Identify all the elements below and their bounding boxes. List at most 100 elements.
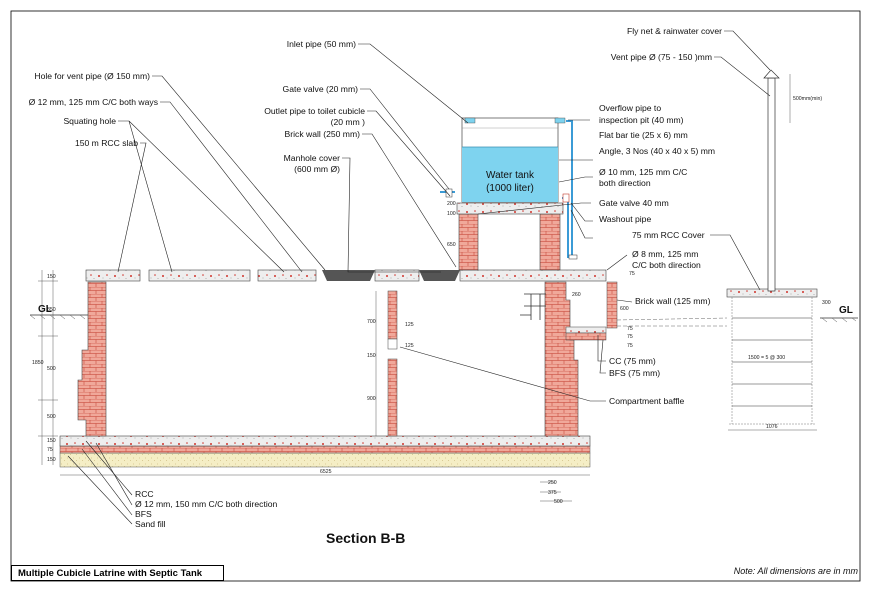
label-gate-valve-40: Gate valve 40 mm <box>599 198 669 208</box>
sand-fill-layer <box>59 452 591 468</box>
dimension-note: Note: All dimensions are in mm <box>733 566 858 576</box>
label-brick-wall-125: Brick wall (125 mm) <box>635 296 711 306</box>
dim-200: 200 <box>447 201 456 207</box>
dim-250: 250 <box>548 480 557 486</box>
manhole-cover-1 <box>322 270 375 281</box>
label-rebar-8-2: C/C both direction <box>632 260 701 270</box>
sheet-border <box>10 10 861 582</box>
tank-label-1: Water tank <box>486 170 535 181</box>
dim-125b: 125 <box>405 343 414 349</box>
dim-500a: 500 <box>47 366 56 372</box>
label-rebar-10-1: Ø 10 mm, 125 mm C/C <box>599 167 687 177</box>
labels: Fly net & rainwater cover Vent pipe Ø (7… <box>29 26 723 529</box>
water-tank: Water tank (1000 liter) <box>461 117 566 203</box>
dim-850: 850 <box>47 307 56 313</box>
label-gate-valve-20: Gate valve (20 mm) <box>283 84 359 94</box>
dim-125: 125 <box>405 322 414 328</box>
label-bfs: BFS <box>135 509 152 519</box>
dim-700: 700 <box>367 319 376 325</box>
dim-150-top: 150 <box>47 274 56 280</box>
label-hole-vent: Hole for vent pipe (Ø 150 mm) <box>34 71 150 81</box>
baffle-wall-lower <box>387 358 398 437</box>
outlet-brick-wall <box>606 281 618 329</box>
dim-75d: 75 <box>627 343 633 349</box>
dim-1076: 1076 <box>766 424 778 430</box>
label-bfs-right: BFS (75 mm) <box>609 368 660 378</box>
tank-label-2: (1000 liter) <box>486 183 534 194</box>
label-vent-pipe: Vent pipe Ø (75 - 150 )mm <box>611 52 712 62</box>
dim-500min: 500mm(min) <box>793 96 822 102</box>
label-rcc-slab: 150 m RCC slab <box>75 138 138 148</box>
dim-600: 600 <box>620 306 629 312</box>
left-brick-wall <box>77 281 107 437</box>
dim-100: 100 <box>447 211 456 217</box>
cc-layer <box>565 326 607 334</box>
dim-75c: 75 <box>627 334 633 340</box>
label-manhole-2: (600 mm Ø) <box>294 164 340 174</box>
dim-1500: 1500 = 5 @ 300 <box>748 355 785 361</box>
label-manhole-1: Manhole cover <box>284 153 341 163</box>
dim-500w: 500 <box>554 499 563 505</box>
right-brick-wall <box>544 281 579 437</box>
label-rebar-8-1: Ø 8 mm, 125 mm <box>632 249 698 259</box>
label-rebar-12-125: Ø 12 mm, 125 mm C/C both ways <box>29 97 158 107</box>
dim-260: 260 <box>572 292 581 298</box>
bfs-right-layer <box>565 332 607 341</box>
dim-1850: 1850 <box>32 360 44 366</box>
fly-net-cap <box>763 69 780 79</box>
leader-lines <box>67 30 771 525</box>
dim-75b: 75 <box>627 326 633 332</box>
label-outlet-pipe-1: Outlet pipe to toilet cubicle <box>264 106 365 116</box>
dim-900: 900 <box>367 396 376 402</box>
label-washout: Washout pipe <box>599 214 651 224</box>
label-baffle: Compartment baffle <box>609 396 685 406</box>
left-dimensions: 150 850 1850 500 500 150 75 150 <box>32 270 58 465</box>
middle-dimensions: 700 125 150 125 900 200 100 650 75 260 6… <box>367 74 831 436</box>
section-title: Section B-B <box>326 530 405 546</box>
base-slab <box>59 435 591 447</box>
dim-75a: 75 <box>629 271 635 277</box>
label-rebar-10-2: both direction <box>599 178 651 188</box>
label-inlet-pipe: Inlet pipe (50 mm) <box>287 39 356 49</box>
baffle-wall-upper <box>387 290 398 340</box>
label-angle: Angle, 3 Nos (40 x 40 x 5) mm <box>599 146 715 156</box>
gl-left: GL <box>38 304 52 315</box>
dim-150-sand: 150 <box>47 457 56 463</box>
dim-150-bot: 150 <box>47 438 56 444</box>
dim-150-mid: 150 <box>367 353 376 359</box>
bfs-layer <box>59 445 591 454</box>
bottom-dimensions: 6525 250 375 500 <box>60 469 590 505</box>
label-cc: CC (75 mm) <box>609 356 656 366</box>
label-rebar-12-150: Ø 12 mm, 150 mm C/C both direction <box>135 499 278 509</box>
soak-pit <box>616 69 818 425</box>
dim-500b: 500 <box>47 414 56 420</box>
top-slab <box>85 269 607 282</box>
gl-right: GL <box>839 305 853 316</box>
label-fly-net: Fly net & rainwater cover <box>627 26 722 36</box>
label-rcc: RCC <box>135 489 154 499</box>
dim-375: 375 <box>548 490 557 496</box>
label-outlet-pipe-2: (20 mm ) <box>331 117 366 127</box>
dim-650: 650 <box>447 242 456 248</box>
label-flat-bar: Flat bar tie (25 x 6) mm <box>599 130 688 140</box>
dim-300: 300 <box>822 300 831 306</box>
label-sand-fill: Sand fill <box>135 519 166 529</box>
baffle-opening <box>387 338 398 350</box>
label-brick-wall-250: Brick wall (250 mm) <box>285 129 361 139</box>
dim-75-bot: 75 <box>47 447 53 453</box>
label-rcc-cover: 75 mm RCC Cover <box>632 230 705 240</box>
label-squatting-hole: Squating hole <box>63 116 116 126</box>
dim-6525: 6525 <box>320 469 332 475</box>
drawing-title: Multiple Cubicle Latrine with Septic Tan… <box>11 565 224 581</box>
manhole-cover-2 <box>419 270 460 281</box>
ground-line <box>29 314 858 323</box>
tank-pedestal-right <box>539 213 561 271</box>
label-overflow-2: inspection pit (40 mm) <box>599 115 684 125</box>
vent-pipe <box>767 77 776 292</box>
label-overflow-1: Overflow pipe to <box>599 103 661 113</box>
tank-slab <box>456 202 564 215</box>
outlet-tee <box>520 281 618 341</box>
tank-pedestal-left <box>458 213 479 271</box>
